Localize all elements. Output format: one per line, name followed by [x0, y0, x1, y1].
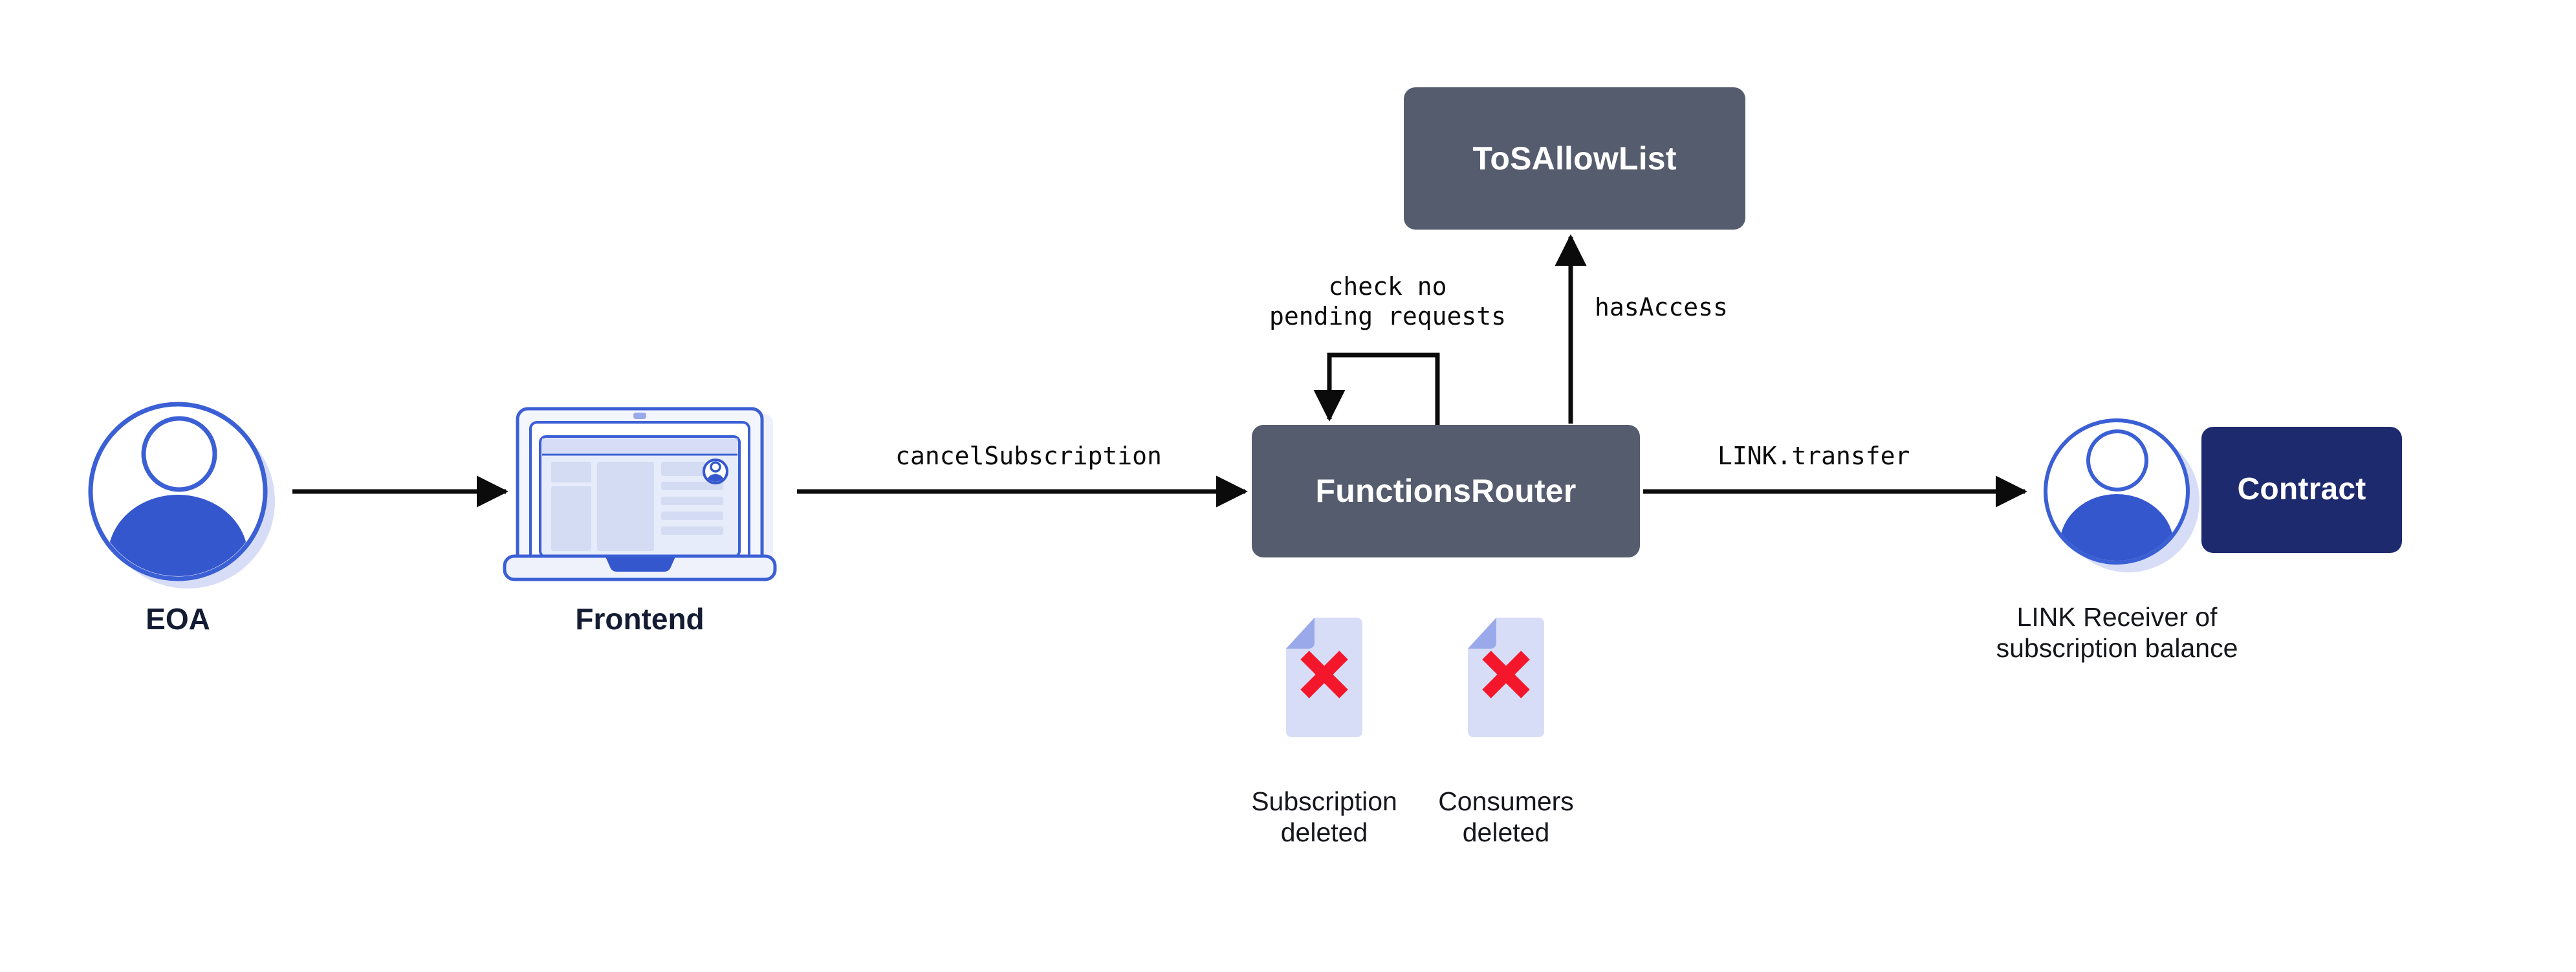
user-avatar-icon	[2044, 418, 2199, 572]
edge-label-has-access: hasAccess	[1595, 293, 1728, 321]
node-link-receiver-label: LINK Receiver of subscription balance	[1996, 602, 2238, 664]
artifact-consumers-deleted-label: Consumers deleted	[1438, 786, 1574, 848]
artifact-subscription-deleted-label: Subscription deleted	[1251, 786, 1397, 848]
laptop-icon	[503, 407, 777, 581]
node-tos-allow-list[interactable]: ToSAllowList	[1404, 87, 1745, 230]
document-deleted-icon	[1286, 618, 1362, 737]
user-avatar-icon	[88, 402, 275, 589]
node-contract[interactable]: Contract	[2201, 427, 2402, 553]
node-frontend-label: Frontend	[575, 602, 704, 636]
red-x-icon	[1300, 651, 1348, 698]
red-x-icon	[1482, 651, 1530, 698]
node-functions-router[interactable]: FunctionsRouter	[1252, 425, 1640, 557]
edge-label-cancel-subscription: cancelSubscription	[895, 442, 1162, 470]
screen-avatar-icon	[703, 459, 728, 484]
node-eoa-label: EOA	[146, 602, 210, 636]
document-deleted-icon	[1468, 618, 1544, 737]
edge-label-check-no-pending-requests: check no pending requests	[1269, 272, 1507, 331]
edge-label-link-transfer: LINK.transfer	[1718, 442, 1910, 470]
